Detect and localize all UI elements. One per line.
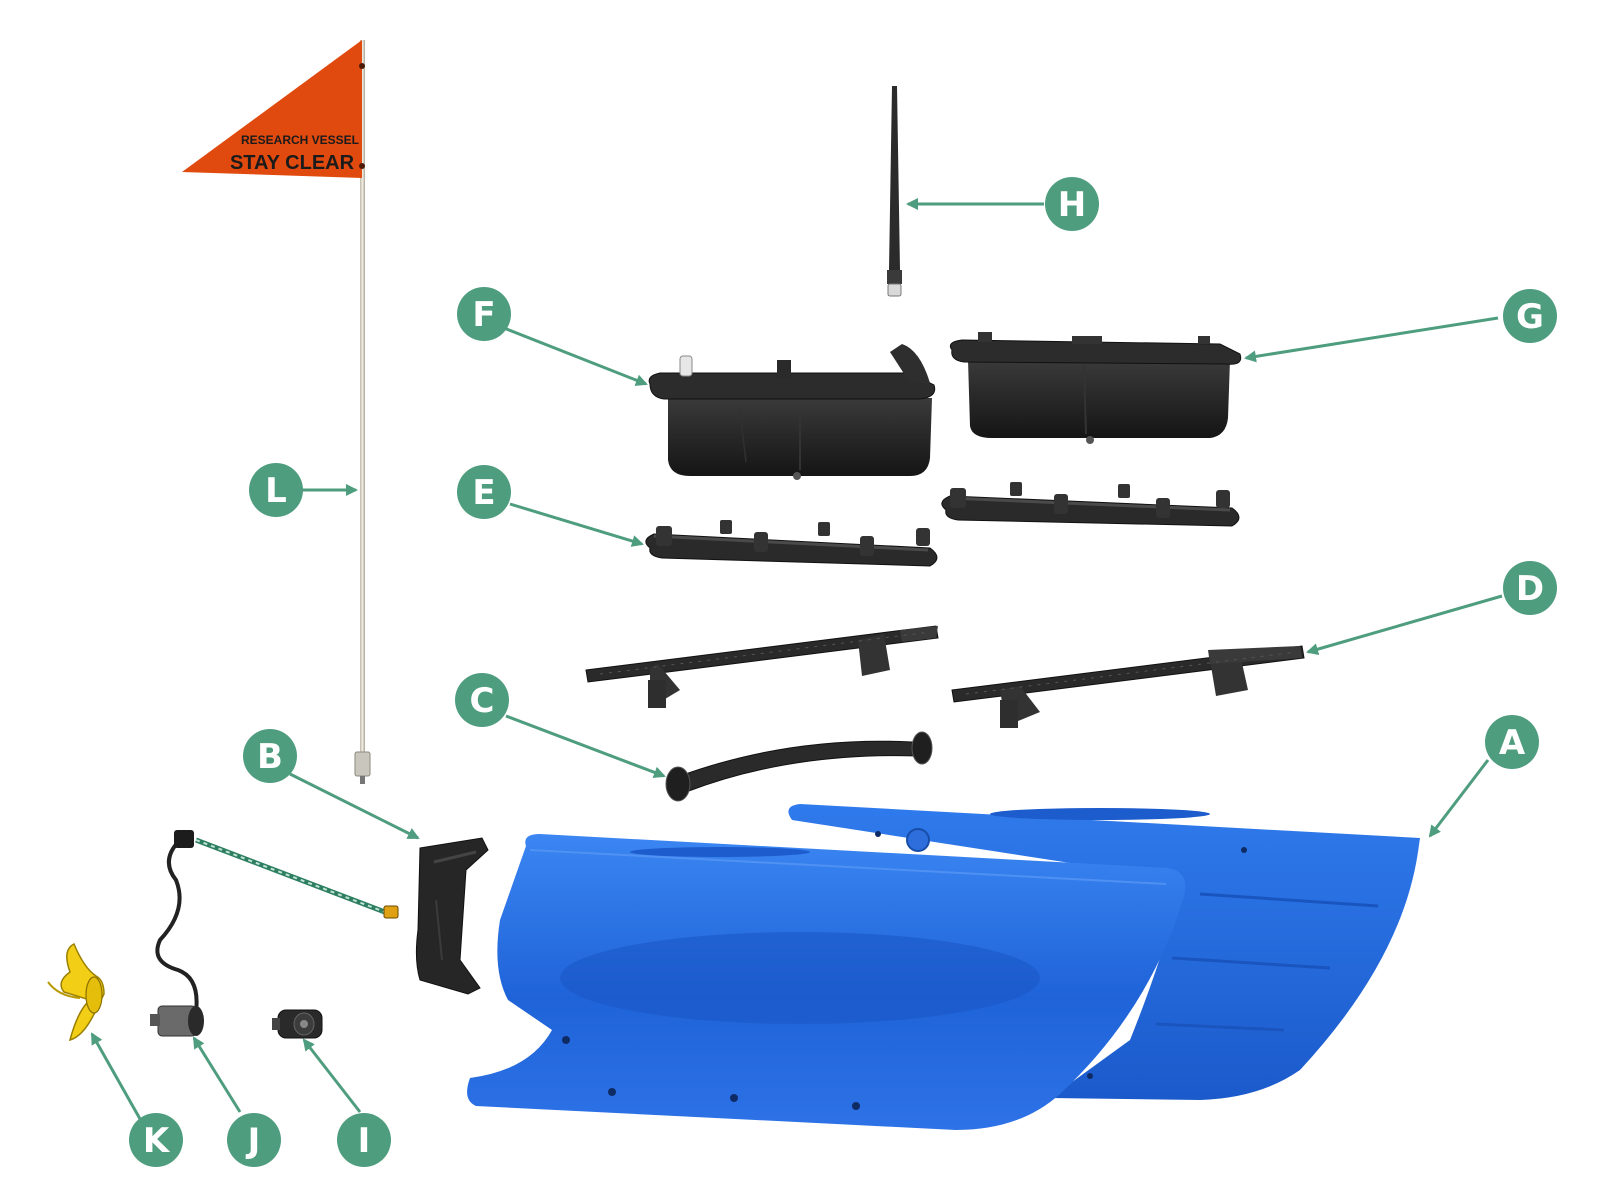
callout-B: B [243,729,297,783]
arrow-D [1306,594,1503,655]
callout-K: K [129,1113,183,1167]
callout-E: E [457,465,511,519]
callout-label: L [265,471,287,511]
connecting-tube [665,731,933,802]
callout-label: C [470,681,495,721]
flag-text-line2: STAY CLEAR [230,152,355,174]
hull-rear [788,804,1420,1100]
callout-G: G [1503,289,1557,343]
callout-C: C [455,673,509,727]
callout-F: F [457,287,511,341]
callout-label: J [246,1121,261,1161]
flag-pole [360,40,365,752]
callout-label: H [1058,185,1086,225]
motor-mount-bracket [415,837,489,995]
antenna [887,86,902,297]
callout-label: G [1516,297,1544,337]
lid-gasket-right [941,482,1240,527]
callout-I: I [337,1113,391,1167]
callout-label: A [1499,723,1526,763]
callout-D: D [1503,561,1557,615]
flag-pole-assembly: RESEARCH VESSEL STAY CLEAR [182,40,371,784]
electronics-box-left [648,344,936,480]
warning-flag [182,40,362,178]
arrow-I [302,1038,362,1113]
arrow-G [1244,316,1499,363]
callout-label: K [143,1121,171,1161]
arrow-J [192,1036,242,1113]
hull-front [467,834,1186,1130]
arrow-E [509,502,644,547]
connector-plug [272,1009,323,1039]
mounting-rail-right [951,645,1305,728]
callout-label: I [358,1121,371,1161]
propeller [47,942,105,1042]
lid-gasket-left [645,520,938,567]
callout-arrows [90,198,1503,1127]
callout-J: J [227,1113,281,1167]
electronics-box-right [949,332,1242,444]
arrow-K [90,1032,146,1127]
callout-label: F [472,295,495,335]
callout-A: A [1485,715,1539,769]
mounting-rail-left [585,625,939,708]
callout-label: D [1516,569,1544,609]
callout-label: B [257,737,283,777]
arrow-B [289,772,420,840]
arrow-F [503,326,648,386]
callout-label: E [472,473,495,513]
motor-with-cable [150,830,399,1037]
arrow-A [1428,759,1490,838]
flag-pole-base [354,751,371,777]
callout-L: L [249,463,303,517]
flag-text-line1: RESEARCH VESSEL [241,133,359,147]
flag-pole-tip [360,776,365,784]
arrow-C [505,714,666,779]
callout-H: H [1045,177,1099,231]
